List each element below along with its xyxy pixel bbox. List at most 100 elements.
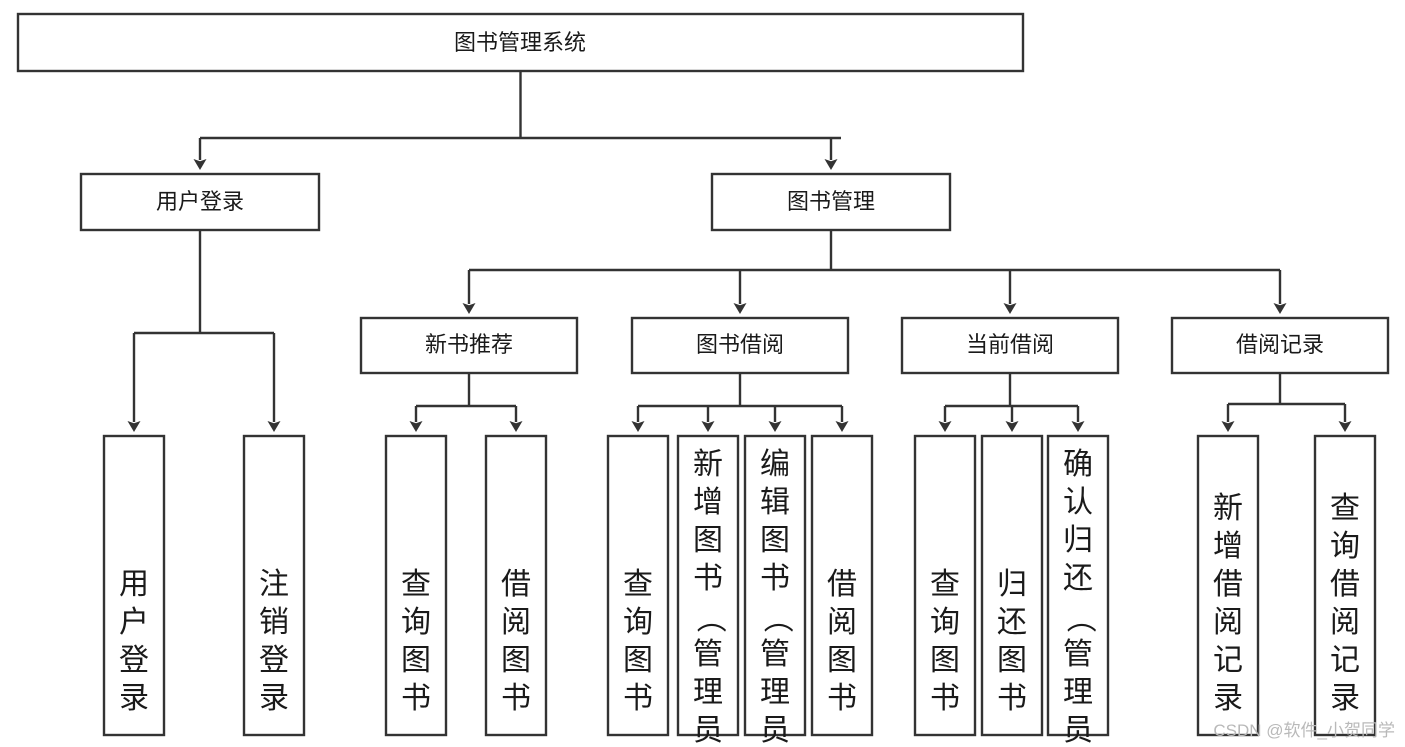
leaf-user-login-box[interactable] xyxy=(102,434,166,737)
node-book-manage-label: 图书管理 xyxy=(787,189,875,214)
leaf-query-record-box[interactable] xyxy=(1313,434,1377,737)
node-current-borrow-box[interactable] xyxy=(900,316,1120,375)
leaf-borrow-book-brw-box[interactable] xyxy=(810,434,874,737)
leaf-query-book-rec-box[interactable] xyxy=(384,434,448,737)
leaf-edit-book-char: 编 xyxy=(760,448,790,481)
node-new-book-rec-box[interactable] xyxy=(359,316,579,375)
node-layer: 图书管理系统 用户登录 图书管理 新书推荐 图书借阅 当前借阅 xyxy=(16,12,1390,375)
node-current-borrow[interactable]: 当前借阅 xyxy=(900,316,1120,375)
node-root-box[interactable] xyxy=(16,12,1025,73)
connector-layer xyxy=(127,71,1352,432)
leaf-query-book-rec-char: 查 xyxy=(401,568,431,601)
node-book-borrow[interactable]: 图书借阅 xyxy=(630,316,850,375)
leaf-add-record-char: 新 xyxy=(1213,492,1243,525)
node-user-login-box[interactable] xyxy=(79,172,321,232)
leaf-query-book-brw-char: 查 xyxy=(623,568,653,601)
leaf-edit-book-char: 理 xyxy=(760,676,790,709)
leaf-return-book-char: 还 xyxy=(997,606,1027,639)
leaf-add-book-char: （ xyxy=(693,603,726,633)
leaf-logout-char: 登 xyxy=(259,644,289,677)
leaf-query-record-char: 记 xyxy=(1330,644,1360,677)
leaf-query-book-cur-box[interactable] xyxy=(913,434,977,737)
leaf-add-record-char: 借 xyxy=(1213,568,1243,601)
leaf-add-book-char: 书 xyxy=(693,562,723,595)
leaf-edit-book-char: 管 xyxy=(760,638,790,671)
leaf-query-book-cur-char: 询 xyxy=(930,606,960,639)
leaf-confirm-return-char: 员 xyxy=(1063,714,1093,747)
leaf-borrow-book-rec-char: 阅 xyxy=(501,606,531,639)
leaf-logout-char: 注 xyxy=(259,568,289,601)
node-book-borrow-label: 图书借阅 xyxy=(696,332,784,357)
node-borrow-record[interactable]: 借阅记录 xyxy=(1170,316,1390,375)
leaf-node-layer: 用户登录注销登录查询图书借阅图书查询图书新增图书（管理员）编辑图书（管理员）借阅… xyxy=(102,434,1377,747)
leaf-edit-book-char: 辑 xyxy=(760,486,790,519)
leaf-user-login-char: 户 xyxy=(119,606,149,639)
node-user-login-label: 用户登录 xyxy=(156,189,244,214)
leaf-edit-book-box[interactable] xyxy=(743,434,807,737)
leaf-query-book-brw-char: 书 xyxy=(623,682,653,715)
leaf-edit-book-char: 员 xyxy=(760,714,790,747)
leaf-add-record-char: 录 xyxy=(1213,682,1243,715)
leaf-query-book-brw-char: 图 xyxy=(623,644,653,677)
leaf-query-book-brw-box[interactable] xyxy=(606,434,670,737)
node-borrow-record-box[interactable] xyxy=(1170,316,1390,375)
leaf-borrow-book-rec-char: 书 xyxy=(501,682,531,715)
leaf-confirm-return-char: 认 xyxy=(1063,486,1093,519)
leaf-add-book-box[interactable] xyxy=(676,434,740,737)
node-new-book-rec-label: 新书推荐 xyxy=(425,332,513,357)
leaf-add-book-char: 新 xyxy=(693,448,723,481)
leaf-add-book-char: 图 xyxy=(693,524,723,557)
leaf-logout-box[interactable] xyxy=(242,434,306,737)
leaf-add-record-box[interactable] xyxy=(1196,434,1260,737)
node-book-borrow-box[interactable] xyxy=(630,316,850,375)
leaf-user-login[interactable]: 用户登录 xyxy=(102,434,166,737)
leaf-query-record-char: 借 xyxy=(1330,568,1360,601)
leaf-query-record-char: 查 xyxy=(1330,492,1360,525)
leaf-return-book-char: 归 xyxy=(997,568,1027,601)
node-user-login[interactable]: 用户登录 xyxy=(79,172,321,232)
leaf-edit-book-char: 图 xyxy=(760,524,790,557)
node-root[interactable]: 图书管理系统 xyxy=(16,12,1025,73)
leaf-add-book-char: 管 xyxy=(693,638,723,671)
leaf-add-record-char: 记 xyxy=(1213,644,1243,677)
node-current-borrow-label: 当前借阅 xyxy=(966,332,1054,357)
leaf-add-book-char: 理 xyxy=(693,676,723,709)
node-book-manage[interactable]: 图书管理 xyxy=(710,172,952,232)
leaf-query-book-cur-char: 查 xyxy=(930,568,960,601)
node-book-manage-box[interactable] xyxy=(710,172,952,232)
leaf-add-record-char: 增 xyxy=(1213,530,1243,563)
leaf-query-book-cur-char: 书 xyxy=(930,682,960,715)
leaf-user-login-char: 用 xyxy=(119,568,149,601)
leaf-confirm-return-box[interactable] xyxy=(1046,434,1110,737)
leaf-user-login-char: 录 xyxy=(119,682,149,715)
leaf-borrow-book-brw-char: 图 xyxy=(827,644,857,677)
leaf-borrow-book-brw-char: 借 xyxy=(827,568,857,601)
leaf-edit-book-char: 书 xyxy=(760,562,790,595)
node-new-book-rec[interactable]: 新书推荐 xyxy=(359,316,579,375)
leaf-return-book-box[interactable] xyxy=(980,434,1044,737)
leaf-add-book-char: 增 xyxy=(693,486,723,519)
leaf-user-login-char: 登 xyxy=(119,644,149,677)
leaf-confirm-return-char: 归 xyxy=(1063,524,1093,557)
leaf-confirm-return-char: 确 xyxy=(1063,448,1093,481)
leaf-query-record-char: 阅 xyxy=(1330,606,1360,639)
leaf-return-book-char: 书 xyxy=(997,682,1027,715)
leaf-borrow-book-brw-char: 书 xyxy=(827,682,857,715)
leaf-query-book-rec-char: 书 xyxy=(401,682,431,715)
leaf-add-record-char: 阅 xyxy=(1213,606,1243,639)
leaf-borrow-book-rec-box[interactable] xyxy=(484,434,548,737)
